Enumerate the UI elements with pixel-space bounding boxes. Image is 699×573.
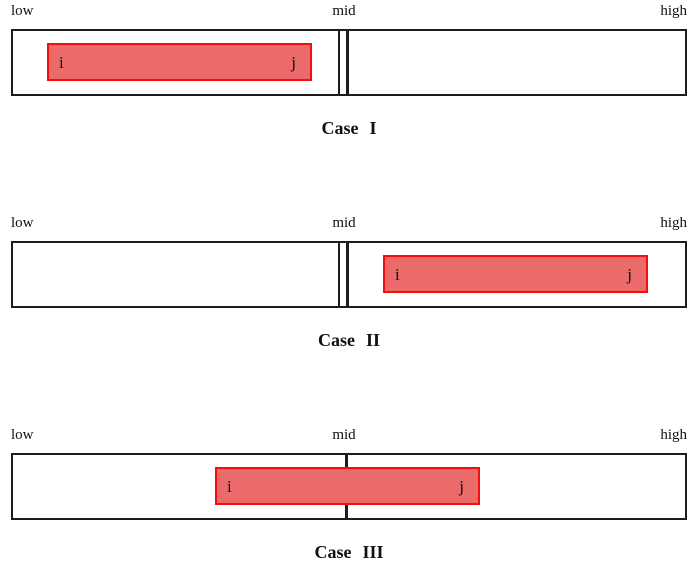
- mid-divider-left-edge: [338, 243, 340, 306]
- range-end-label: j: [291, 52, 296, 72]
- array-box: i j: [11, 29, 687, 96]
- case-title: Case I: [11, 118, 687, 139]
- range-box: i j: [383, 255, 648, 293]
- axis-label-high: high: [660, 3, 687, 19]
- case-title-numeral: III: [362, 542, 384, 562]
- case-title-numeral: II: [365, 330, 380, 350]
- axis-label-mid: mid: [332, 215, 356, 231]
- case-title-prefix: Case: [317, 330, 355, 350]
- case-title: Case II: [11, 330, 687, 351]
- array-box: i j: [11, 453, 687, 520]
- axis-label-mid: mid: [332, 427, 356, 443]
- range-end-label: j: [627, 264, 632, 284]
- axis-label-low: low: [11, 215, 34, 231]
- range-start-label: i: [59, 52, 64, 72]
- axis-label-low: low: [11, 427, 34, 443]
- axis-label-mid: mid: [332, 3, 356, 19]
- mid-divider-right-edge: [346, 31, 349, 94]
- axis-label-low: low: [11, 3, 34, 19]
- mid-divider-right-edge: [346, 243, 349, 306]
- range-start-label: i: [395, 264, 400, 284]
- range-box: i j: [215, 467, 480, 505]
- range-start-label: i: [227, 476, 232, 496]
- mid-divider-left-edge: [338, 31, 340, 94]
- case-section-3: low mid high i j Case III: [0, 424, 699, 573]
- axis-label-high: high: [660, 427, 687, 443]
- case-section-1: low mid high i j Case I: [0, 0, 699, 212]
- range-end-label: j: [459, 476, 464, 496]
- case-title: Case III: [11, 542, 687, 563]
- case-title-prefix: Case: [314, 542, 352, 562]
- case-title-numeral: I: [369, 118, 377, 138]
- axis-label-high: high: [660, 215, 687, 231]
- array-box: i j: [11, 241, 687, 308]
- case-section-2: low mid high i j Case II: [0, 212, 699, 424]
- case-title-prefix: Case: [321, 118, 359, 138]
- range-box: i j: [47, 43, 312, 81]
